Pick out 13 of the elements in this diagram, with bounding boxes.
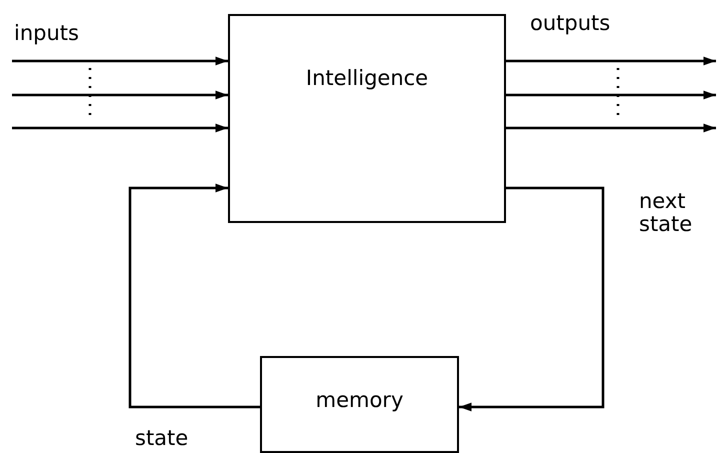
node-label: memory bbox=[316, 388, 404, 412]
memory-box bbox=[260, 356, 459, 453]
io-label: outputs bbox=[528, 12, 612, 36]
arrow bbox=[12, 90, 228, 100]
arrow bbox=[12, 124, 228, 132]
node-label: Intelligence bbox=[306, 66, 428, 90]
arrow bbox=[459, 186, 604, 412]
arrow bbox=[506, 56, 716, 66]
arrow bbox=[506, 90, 716, 100]
arrow bbox=[506, 124, 716, 132]
process-box bbox=[228, 14, 506, 223]
arrow bbox=[128, 184, 260, 408]
arrow bbox=[12, 56, 228, 66]
